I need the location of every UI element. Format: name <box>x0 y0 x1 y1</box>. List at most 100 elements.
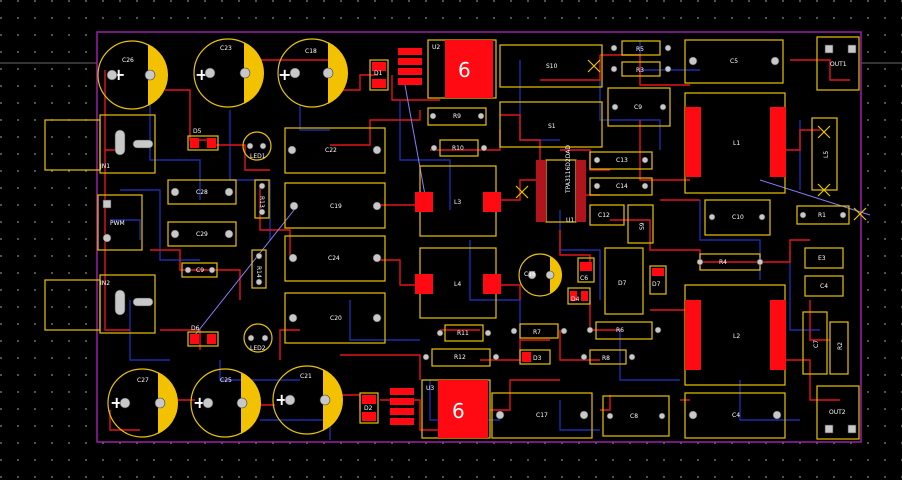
connector-out2[interactable]: OUT2 <box>816 385 860 440</box>
diode-d7[interactable]: D7 <box>649 265 667 295</box>
inductor-l1[interactable]: L1 <box>684 92 786 194</box>
ref-label: PWM <box>110 220 125 227</box>
cap-c29[interactable]: C29 <box>167 221 237 247</box>
component-c6[interactable]: C6 <box>577 257 595 283</box>
resistor-r3[interactable]: R3 <box>610 61 672 77</box>
svg-text:+: + <box>110 393 123 412</box>
resistor-r5[interactable]: R5 <box>610 40 672 56</box>
component-s9[interactable]: S9 <box>627 204 654 244</box>
resistor-r12[interactable]: R12 <box>422 348 500 367</box>
ref-label: LED2 <box>250 345 266 352</box>
ref-label: L5 <box>823 151 830 158</box>
led-led1[interactable]: LED1 <box>242 131 272 161</box>
cap-c10[interactable]: C10 <box>704 199 771 236</box>
diode-d3[interactable]: D3 <box>519 349 551 365</box>
connector-jn1[interactable]: JN1 <box>44 114 156 174</box>
ref-label: C7 <box>813 340 820 348</box>
ref-label: C27 <box>137 377 149 384</box>
regulator-u3[interactable]: 6 U3 <box>390 379 491 439</box>
diode-d5[interactable]: D5 <box>187 128 219 151</box>
ref-label: R11 <box>457 330 469 337</box>
cap-c14[interactable]: C14 <box>589 177 653 196</box>
cap-c9[interactable]: C9 <box>181 262 218 278</box>
resistor-r13[interactable]: R13 <box>254 179 270 219</box>
led-led2[interactable]: LED2 <box>243 323 273 353</box>
cap-s1[interactable]: S1 <box>499 101 603 148</box>
resistor-r6[interactable]: R6 <box>586 321 662 340</box>
ref-label: L4 <box>454 281 461 288</box>
ref-label: R14 <box>255 266 262 278</box>
connector-pwm[interactable]: PWM <box>97 194 143 251</box>
ref-label: C21 <box>300 373 312 380</box>
cap-c24[interactable]: C24 <box>284 235 386 282</box>
resistor-r8[interactable]: R8 <box>580 349 636 365</box>
svg-text:+: + <box>112 65 125 84</box>
cap-c16[interactable]: C16 <box>518 253 563 297</box>
cap-c25[interactable]: + C25 <box>190 368 262 438</box>
ref-label: R7 <box>533 329 541 336</box>
ref-label: C4 <box>732 412 740 419</box>
ref-label: LED1 <box>250 153 266 160</box>
resistor-r14[interactable]: R14 <box>251 249 267 289</box>
cap-c20[interactable]: C20 <box>284 292 386 344</box>
component-d7-block[interactable]: D7 <box>604 247 644 315</box>
cap-c17[interactable]: C17 <box>491 392 593 439</box>
ref-label: C28 <box>196 189 208 196</box>
resistor-r10[interactable]: R10 <box>430 139 488 157</box>
diode-d4[interactable]: D4 <box>567 287 591 305</box>
resistor-r1[interactable]: R1 <box>796 205 850 225</box>
ref-label: C12 <box>598 212 610 219</box>
inductor-l2[interactable]: L2 <box>684 284 786 386</box>
cap-c12[interactable]: C12 <box>589 204 625 226</box>
ref-label: C16 <box>524 271 536 278</box>
ref-label: C10 <box>732 214 744 221</box>
ref-label: C29 <box>196 231 208 238</box>
cap-c4[interactable]: C4 <box>684 392 786 439</box>
resistor-r11[interactable]: R11 <box>436 324 492 342</box>
cap-s10[interactable]: S10 <box>499 44 603 88</box>
inductor-l4[interactable]: L4 <box>415 247 501 319</box>
resistor-r9[interactable]: R9 <box>427 107 487 126</box>
cap-c4b[interactable]: C4 <box>804 275 844 297</box>
cap-c8[interactable]: C8 <box>602 395 670 437</box>
cap-c7[interactable]: C7 <box>802 311 828 375</box>
connector-in2[interactable]: IN2 <box>44 274 156 334</box>
ref-label: OUT1 <box>830 61 847 68</box>
diode-d6[interactable]: D6 <box>187 325 219 347</box>
cap-c5[interactable]: C5 <box>684 39 784 84</box>
resistor-r2[interactable]: R2 <box>829 321 849 375</box>
ref-label: OUT2 <box>829 409 846 416</box>
ref-label: R4 <box>719 259 727 266</box>
ref-label: L3 <box>454 199 461 206</box>
ref-label: D7 <box>652 281 661 288</box>
resistor-r4[interactable]: R4 <box>696 253 764 271</box>
cap-c9b[interactable]: C9 <box>607 87 671 127</box>
svg-text:+: + <box>278 65 291 84</box>
connector-out1[interactable]: OUT1 <box>816 36 860 91</box>
cap-c19[interactable]: C19 <box>284 182 386 229</box>
board-outline <box>96 31 862 443</box>
ref-label: C25 <box>220 377 232 384</box>
inductor-l3[interactable]: L3 <box>415 165 501 237</box>
cap-c13[interactable]: C13 <box>589 151 653 170</box>
diode-d1[interactable]: D1 <box>369 59 389 91</box>
cap-c21[interactable]: + C21 <box>272 365 344 435</box>
ref-label: R9 <box>453 113 461 120</box>
ic-u1-amplifier[interactable]: TPA3116D2DAD U1 <box>536 145 586 224</box>
cap-c18[interactable]: + C18 <box>277 38 349 108</box>
reg-mark: 6 <box>452 399 465 423</box>
reg-mark: 6 <box>458 58 471 82</box>
cap-c27[interactable]: + C27 <box>107 368 179 438</box>
cap-c23[interactable]: + C23 <box>193 38 265 108</box>
cap-e3[interactable]: E3 <box>804 247 844 269</box>
cap-c28[interactable]: C28 <box>167 179 237 205</box>
ref-label: C18 <box>305 48 317 55</box>
regulator-u2[interactable]: 6 U2 <box>398 39 497 99</box>
cap-c26[interactable]: + C26 <box>97 40 169 110</box>
resistor-r7[interactable]: R7 <box>510 323 568 339</box>
diode-d2[interactable]: D2 <box>359 392 379 424</box>
ref-label: R13 <box>258 196 265 208</box>
ref-label: U2 <box>432 44 440 51</box>
cap-c22[interactable]: C22 <box>284 127 386 174</box>
